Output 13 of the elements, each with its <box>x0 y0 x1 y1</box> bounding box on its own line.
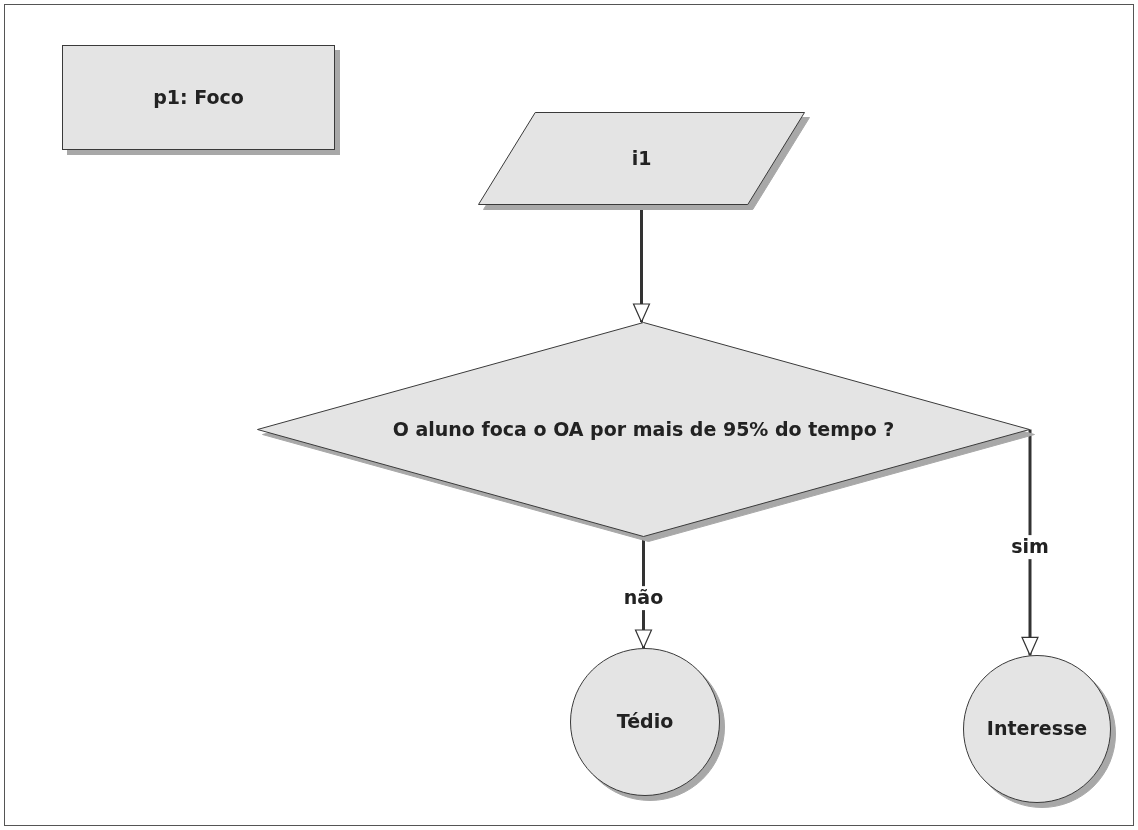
node-label: i1 <box>631 146 652 171</box>
arrow <box>1021 429 1039 656</box>
input-parallelogram <box>478 112 805 205</box>
node-label: p1: Foco <box>153 85 244 110</box>
node-label: Interesse <box>986 717 1088 741</box>
terminal-circle <box>963 655 1111 803</box>
arrow <box>632 205 651 323</box>
process-box <box>62 45 335 150</box>
terminal-circle <box>570 648 720 796</box>
node-label: Tédio <box>616 710 674 734</box>
node-label: O aluno foca o OA por mais de 95% do tempo ? <box>392 417 895 442</box>
edge-label: sim <box>1009 535 1051 559</box>
decision-diamond <box>257 322 1030 537</box>
